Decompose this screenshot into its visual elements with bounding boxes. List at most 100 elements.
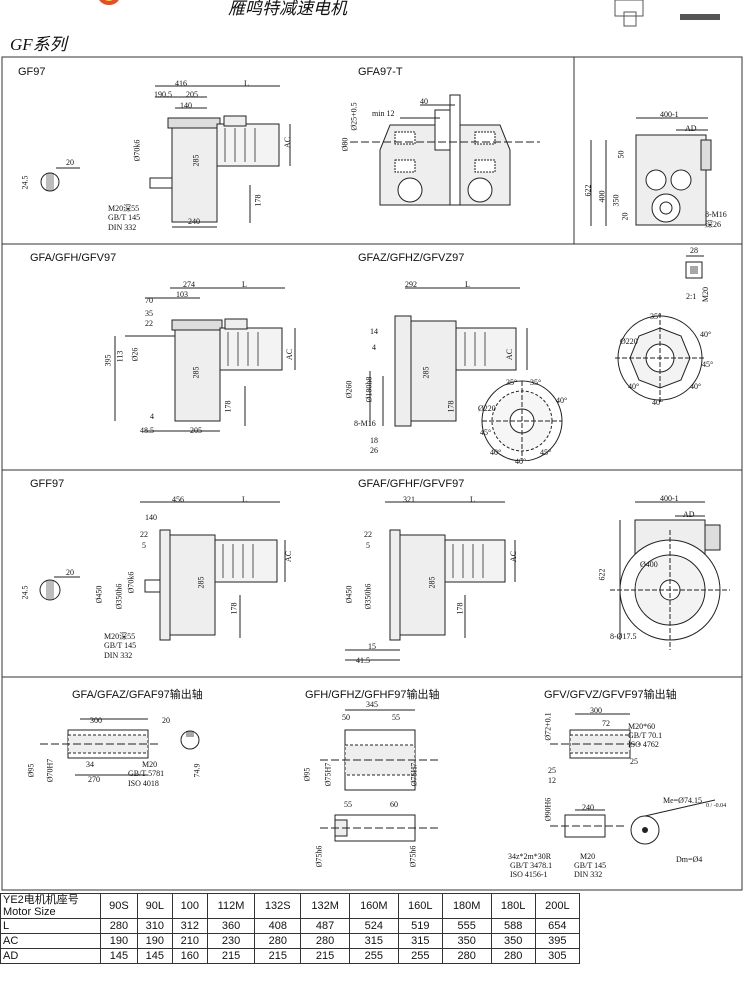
dim-right-depth: 深26 bbox=[705, 220, 721, 229]
dim-gfa97-ac: AC bbox=[285, 348, 295, 361]
dim-right-ad: AD bbox=[685, 124, 697, 133]
size-cell: 180L bbox=[490, 893, 536, 919]
dim-gfaz97-178: 178 bbox=[446, 400, 456, 413]
dim-gfaz97-L: L bbox=[465, 280, 470, 289]
dim-hollow-m20: M20 bbox=[142, 760, 158, 769]
table-cell: 145 bbox=[100, 948, 138, 964]
table-cell: 408 bbox=[254, 918, 302, 934]
dim-gfaz97-26: 26 bbox=[370, 446, 378, 455]
table-row-L: L 280 310 312 360 408 487 524 519 555 58… bbox=[0, 918, 581, 934]
shaft-title-hollow: GFA/GFAZ/GFAF97输出轴 bbox=[72, 689, 203, 701]
dim-right-400v: 400 bbox=[597, 190, 607, 203]
dim-splined-d75b: Ø75H7 bbox=[409, 762, 419, 787]
dim-gff97-285: 285 bbox=[196, 576, 206, 589]
table-cell: 487 bbox=[300, 918, 350, 934]
table-cell: 315 bbox=[348, 933, 399, 949]
dim-gff97-L: L bbox=[242, 495, 247, 504]
dim-gff97-d450: Ø450 bbox=[94, 585, 104, 604]
dim-inv-12: 12 bbox=[548, 776, 556, 785]
dim-gfaz97-a45b: 45° bbox=[540, 448, 552, 457]
dim-gfaf97-d450: Ø450 bbox=[344, 585, 354, 604]
dim-right-ratio: 2:1 bbox=[686, 292, 697, 301]
table-cell: 315 bbox=[397, 933, 443, 949]
dim-gff97-140: 140 bbox=[145, 513, 157, 522]
dim-hollow-gbt: GB/T 5781 bbox=[128, 769, 165, 778]
table-cell: 350 bbox=[441, 933, 492, 949]
dim-rflange-40c: 40° bbox=[652, 398, 664, 407]
dim-gff97-20: 20 bbox=[66, 568, 74, 577]
dim-right-28: 28 bbox=[690, 246, 698, 255]
dim-hollow-d70: Ø70H7 bbox=[45, 758, 55, 783]
dim-gfaz97-a45a: 45° bbox=[480, 428, 492, 437]
dim-gfa97-35: 35 bbox=[145, 309, 153, 318]
dim-gfaf97-5: 5 bbox=[366, 541, 370, 550]
dim-gfaz97-a35b: 35° bbox=[530, 378, 542, 387]
dim-gfaz97-292: 292 bbox=[405, 280, 417, 289]
dim-inv-iso: ISO 4762 bbox=[628, 740, 659, 749]
dim-inv-gbt: GB/T 70.1 bbox=[628, 731, 663, 740]
dim-gf97-24-5: 24.5 bbox=[20, 175, 30, 190]
size-cell: 90S bbox=[100, 893, 138, 919]
dim-gf97-178: 178 bbox=[253, 194, 263, 207]
dim-hollow-270: 270 bbox=[88, 775, 100, 784]
dim-inv-d72: Ø72+0.1 bbox=[543, 712, 553, 741]
panel-title-gfa97t: GFA97-T bbox=[358, 66, 403, 78]
dim-gfaf97-178: 178 bbox=[455, 602, 465, 615]
panel-title-gff97: GFF97 bbox=[30, 478, 65, 490]
table-cell: 305 bbox=[534, 948, 581, 964]
dim-gfa97-285: 285 bbox=[191, 366, 201, 379]
dim-gfa97t-d80: Ø80 bbox=[340, 137, 350, 152]
drawing-gf97 bbox=[40, 85, 291, 228]
dim-inv-m20: M20*60 bbox=[628, 722, 656, 731]
dim-gfaz97-4: 4 bbox=[372, 343, 376, 352]
table-cell: 350 bbox=[490, 933, 536, 949]
table-cell: 280 bbox=[254, 933, 302, 949]
series-title: GF系列 bbox=[10, 35, 67, 54]
dim-gfaz97-a40b: 40° bbox=[490, 448, 502, 457]
shaft-title-involute: GFV/GFVZ/GFVF97输出轴 bbox=[544, 689, 677, 701]
dim-rgff-622: 622 bbox=[597, 568, 607, 581]
dim-splined-d75d: Ø75h6 bbox=[408, 845, 418, 868]
table-cell: 280 bbox=[100, 918, 138, 934]
dim-inv-din332: DIN 332 bbox=[574, 870, 603, 879]
row-label: L bbox=[0, 918, 101, 934]
table-cell: 215 bbox=[254, 948, 302, 964]
drawing-gfaz97 bbox=[369, 287, 563, 461]
dim-gfaz97-14: 14 bbox=[370, 327, 378, 336]
dim-hollow-74-9: 74.9 bbox=[192, 763, 202, 778]
dim-gfaf97-22: 22 bbox=[364, 530, 372, 539]
dim-gfaz97-8m16: 8-M16 bbox=[354, 419, 376, 428]
table-cell: 310 bbox=[136, 918, 173, 934]
dim-gf97-416: 416 bbox=[175, 79, 187, 88]
dim-gfaf97-321: 321 bbox=[403, 495, 415, 504]
dim-gf97-gbt: GB/T 145 bbox=[108, 213, 141, 222]
dim-gfa97-L: L bbox=[242, 280, 247, 289]
dim-right-400: 400-1 bbox=[660, 110, 679, 119]
panel-title-gfaz97: GFAZ/GFHZ/GFVZ97 bbox=[358, 252, 465, 264]
dim-splined-50: 50 bbox=[342, 713, 350, 722]
dim-right-20: 20 bbox=[620, 212, 630, 221]
drawing-gfaf97 bbox=[345, 501, 516, 661]
drawing-right-flange bbox=[615, 313, 705, 403]
header-label-line1: YE2电机机座号 bbox=[3, 894, 79, 906]
motor-size-table: YE2电机机座号 Motor Size 90S 90L 100 112M 132… bbox=[0, 893, 581, 964]
dim-hollow-20: 20 bbox=[162, 716, 170, 725]
drawing-shaft-involute bbox=[550, 713, 716, 845]
size-cell: 90L bbox=[136, 893, 173, 919]
dim-gfaf97-15: 15 bbox=[368, 642, 376, 651]
table-cell: 588 bbox=[490, 918, 536, 934]
dim-inv-240: 240 bbox=[582, 803, 594, 812]
dim-inv-me: Me=Ø74.15 bbox=[663, 796, 702, 805]
dim-gff97-24-5: 24.5 bbox=[20, 585, 30, 600]
dim-gfa97-103: 103 bbox=[176, 290, 188, 299]
table-cell: 280 bbox=[490, 948, 536, 964]
size-cell: 200L bbox=[534, 893, 581, 919]
table-cell: 160 bbox=[171, 948, 208, 964]
panel-title-gfaf97: GFAF/GFHF/GFVF97 bbox=[358, 478, 465, 490]
dim-gfa97-178: 178 bbox=[223, 400, 233, 413]
dim-gfa97-48-5: 48.5 bbox=[140, 426, 154, 435]
brand-logo bbox=[99, 0, 119, 5]
size-cell: 160L bbox=[397, 893, 443, 919]
shaft-title-splined: GFH/GFHZ/GFHF97输出轴 bbox=[305, 689, 440, 701]
